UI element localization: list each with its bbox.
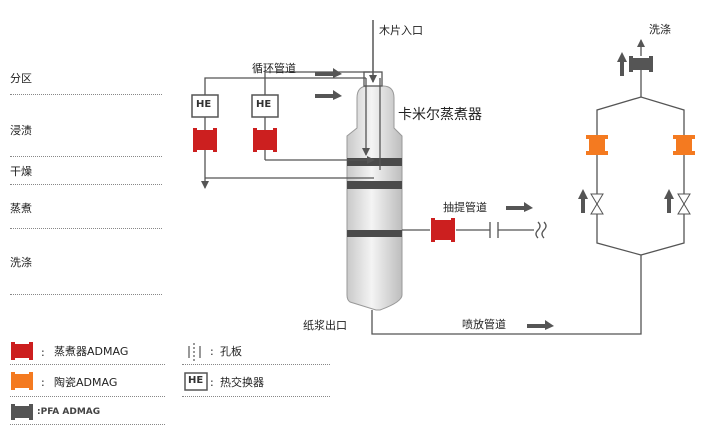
stage-washing: 洗涤: [10, 256, 32, 269]
digester-label: 卡米尔蒸煮器: [398, 107, 482, 123]
legend-digester-admag-symbol: [11, 342, 33, 360]
heat-exchanger-2: [251, 94, 279, 118]
wash-label: 洗涤: [649, 23, 671, 36]
heat-exchanger-2-label: HE: [256, 99, 272, 110]
extraction-pipe-label: 抽提管道: [443, 201, 487, 214]
circulation-pipe-label: 循环管道: [252, 62, 296, 75]
flow-arrow-circulation-1: [315, 68, 342, 78]
valve-left: [590, 193, 604, 215]
heat-exchanger-1: [191, 94, 219, 118]
flow-arrow-extraction: [506, 202, 533, 212]
legend-divider: [10, 364, 165, 365]
kamyr-digester: [346, 85, 403, 311]
legend-divider: [182, 396, 330, 397]
pulp-outlet-label: 纸浆出口: [303, 319, 347, 332]
blow-pipe-label: 喷放管道: [462, 318, 506, 331]
vessel-band: [347, 158, 402, 166]
legend-pfa-admag-text: :PFA ADMAG: [37, 407, 101, 417]
stage-cooking: 蒸煮: [10, 202, 32, 215]
pfa-arrow-up: [617, 52, 627, 76]
divider: [10, 228, 162, 229]
divider: [10, 184, 162, 185]
legend-divider: [10, 424, 165, 425]
digester-admag-meter-1: [193, 128, 217, 152]
circulation-piping: [201, 71, 383, 189]
legend-ceramic-admag-text: 陶瓷ADMAG: [54, 376, 118, 389]
stage-drying: 干燥: [10, 165, 32, 178]
legend-heat-exchanger-text: 热交换器: [220, 376, 264, 389]
stage-partition: 分区: [10, 72, 32, 85]
legend-separator: :: [210, 376, 214, 389]
divider: [10, 156, 162, 157]
valve-right: [677, 193, 691, 215]
legend-orifice-text: 孔板: [220, 345, 242, 358]
digester-admag-meter-2: [253, 128, 277, 152]
legend-ceramic-admag-symbol: [11, 372, 33, 390]
legend-pfa-admag-symbol: [11, 404, 33, 420]
divider: [10, 94, 162, 95]
blow-piping: [371, 255, 642, 335]
extraction-digester-admag: [431, 218, 455, 242]
divider: [10, 294, 162, 295]
flow-arrow-blow: [527, 320, 554, 330]
vessel-band: [347, 230, 402, 237]
vessel-band: [347, 181, 402, 189]
extraction-piping: [402, 221, 547, 239]
chip-inlet-label: 木片入口: [379, 24, 423, 37]
arrow-up-left: [578, 189, 588, 213]
legend-digester-admag-text: 蒸煮器ADMAG: [54, 345, 129, 358]
washing-loop: [596, 39, 685, 256]
heat-exchanger-1-label: HE: [196, 99, 212, 110]
legend-separator: :: [41, 346, 45, 359]
legend-separator: :: [41, 376, 45, 389]
pfa-admag-meter: [629, 56, 653, 72]
ceramic-admag-meter-right: [673, 135, 695, 155]
legend-separator: :: [210, 345, 214, 358]
stage-impregnation: 浸渍: [10, 124, 32, 137]
legend-he-symbol-text: HE: [188, 375, 204, 386]
legend-orifice-symbol: [188, 343, 201, 361]
ceramic-admag-meter-left: [586, 135, 608, 155]
legend-divider: [10, 396, 165, 397]
legend-heat-exchanger-symbol: [184, 372, 208, 391]
flow-arrow-circulation-2: [315, 90, 342, 100]
arrow-up-right: [664, 189, 674, 213]
legend-divider: [182, 364, 330, 365]
